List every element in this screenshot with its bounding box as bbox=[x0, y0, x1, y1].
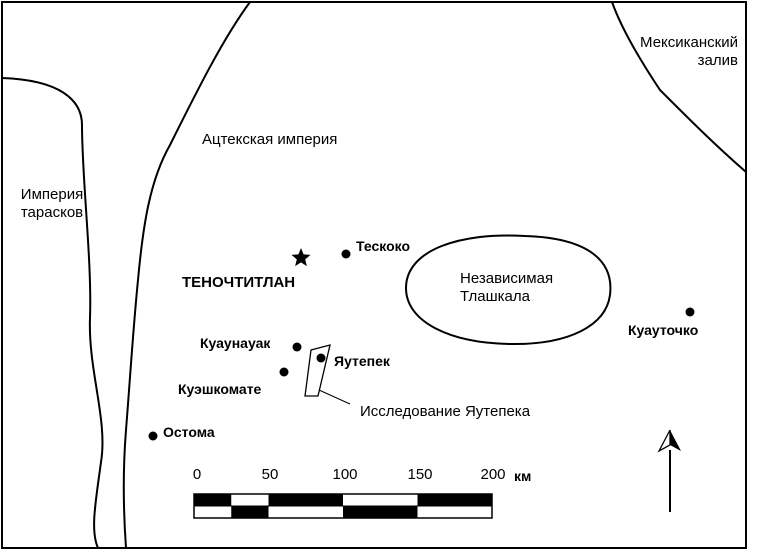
study-area-label: Исследование Яутепека bbox=[360, 403, 531, 420]
gulf-coastline bbox=[611, 1, 747, 173]
scale-bar bbox=[193, 493, 493, 519]
cuautochco-label: Куауточко bbox=[628, 322, 699, 338]
yautepec-label: Яутепек bbox=[334, 353, 390, 369]
scale-tick-label: 50 bbox=[261, 466, 279, 483]
cuaunahuac-label: Куаунауак bbox=[200, 335, 271, 351]
cuaunahuac-dot bbox=[292, 342, 302, 352]
yautepec-study-area bbox=[304, 344, 331, 397]
cuautochco-dot bbox=[685, 307, 695, 317]
scale-unit-label: км bbox=[514, 468, 532, 484]
tlaxcala-boundary bbox=[404, 234, 612, 346]
scale-tick-label: 100 bbox=[332, 466, 358, 483]
west-coastline bbox=[1, 77, 104, 549]
study-area-leader-line bbox=[318, 389, 351, 405]
tenochtitlan-star-icon bbox=[291, 248, 311, 267]
scale-tick-label: 150 bbox=[407, 466, 433, 483]
scale-tick-label: 0 bbox=[192, 466, 202, 483]
map-frame bbox=[1, 1, 747, 549]
tlaxcala-label: Независимая Тлашкала bbox=[460, 270, 554, 305]
oztoma-dot bbox=[148, 431, 158, 441]
aztec-empire-label: Ацтекская империя bbox=[202, 131, 338, 148]
tenochtitlan-label: ТЕНОЧТИТЛАН bbox=[182, 274, 296, 291]
scale-tick-label: 200 bbox=[480, 466, 506, 483]
gulf-label: Мексиканский залив bbox=[640, 34, 738, 69]
tarascan-empire-label: Империя тарасков bbox=[20, 186, 84, 221]
oztoma-label: Остома bbox=[163, 424, 215, 440]
cuexcomate-label: Куэшкомате bbox=[178, 381, 262, 397]
cuexcomate-dot bbox=[279, 367, 289, 377]
north-arrow-icon bbox=[657, 429, 681, 512]
texcoco-label: Тескоко bbox=[356, 238, 410, 254]
texcoco-dot bbox=[341, 249, 351, 259]
yautepec-dot bbox=[316, 353, 326, 363]
aztec-tarascan-border bbox=[122, 1, 251, 549]
